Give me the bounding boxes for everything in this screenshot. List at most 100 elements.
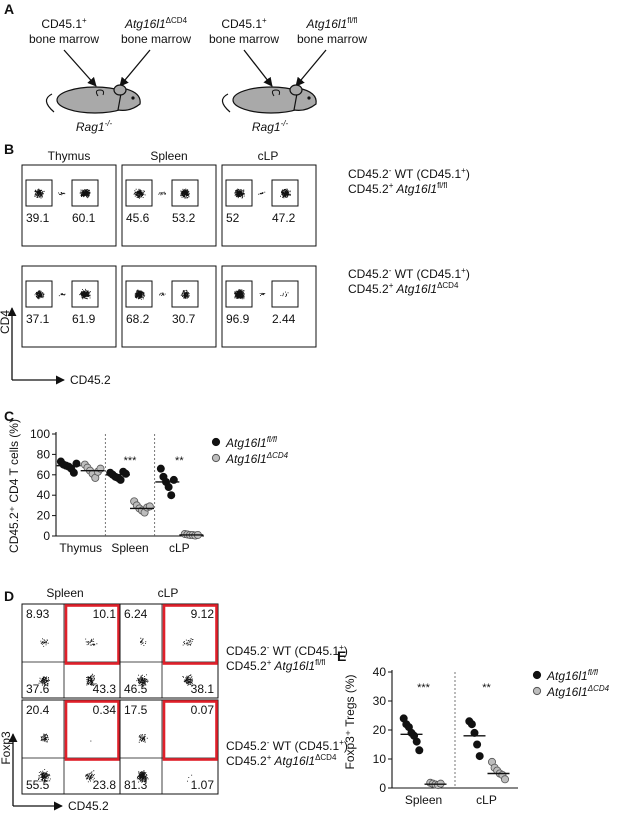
quadrant-value: 81.3 bbox=[124, 778, 148, 792]
quadrant-value: 0.34 bbox=[93, 703, 117, 717]
a-left-recipient: Rag1-/- bbox=[76, 119, 113, 134]
d-row2-legend-line1: CD45.2- WT (CD45.1+) bbox=[226, 738, 348, 753]
d-row1-legend-line1: CD45.2- WT (CD45.1+) bbox=[226, 643, 348, 658]
event-dots bbox=[40, 733, 49, 743]
y-tick-label: 60 bbox=[37, 468, 51, 482]
x-category-label: Spleen bbox=[111, 541, 148, 555]
event-dots bbox=[58, 192, 66, 196]
event-dots bbox=[136, 770, 149, 783]
significance-label: *** bbox=[124, 455, 138, 467]
plot-frame bbox=[21, 265, 117, 348]
gate-value-right: 47.2 bbox=[272, 211, 296, 225]
plot-frame bbox=[21, 164, 117, 247]
a-left-arrow-1 bbox=[63, 49, 97, 87]
a-right-donor1-line2: bone marrow bbox=[209, 32, 279, 46]
panel-letter-e: E bbox=[337, 648, 346, 664]
gate-value-left: 96.9 bbox=[226, 312, 250, 326]
b-row1-legend-line2: CD45.2+Atg16l1fl/fl bbox=[348, 181, 448, 196]
a-left-donor2-line2: bone marrow bbox=[121, 32, 191, 46]
data-point bbox=[167, 491, 176, 500]
data-point bbox=[69, 468, 78, 477]
c-legend-label-filled: Atg16l1fl/fl bbox=[225, 435, 277, 450]
gate-right bbox=[171, 280, 199, 308]
significance-label: ** bbox=[175, 455, 184, 467]
event-dots bbox=[159, 292, 166, 296]
gate-value-left: 52 bbox=[226, 211, 240, 225]
event-dots bbox=[58, 293, 66, 297]
y-tick-label: 10 bbox=[373, 752, 387, 766]
data-point bbox=[475, 752, 484, 761]
mouse-icon bbox=[221, 84, 317, 114]
quadrant-value: 20.4 bbox=[26, 703, 50, 717]
data-point bbox=[412, 737, 421, 746]
event-dots bbox=[258, 191, 266, 195]
event-dots bbox=[85, 638, 98, 646]
event-dots bbox=[86, 673, 97, 686]
c-y-axis-label: CD45.2⁺ CD4 T cells (%) bbox=[7, 419, 21, 553]
event-dots bbox=[34, 290, 45, 300]
y-tick-label: 40 bbox=[373, 665, 387, 679]
a-right-recipient: Rag1-/- bbox=[252, 119, 289, 134]
c-legend-marker-open bbox=[211, 453, 221, 463]
data-point bbox=[415, 746, 424, 755]
a-right-arrow-1 bbox=[243, 49, 273, 87]
quadrant-value: 55.5 bbox=[26, 778, 50, 792]
event-dots bbox=[180, 289, 190, 299]
panel-letter-b: B bbox=[4, 141, 14, 157]
significance-label: *** bbox=[417, 682, 431, 694]
quadrant-value: 1.07 bbox=[191, 778, 215, 792]
data-point bbox=[467, 720, 476, 729]
event-dots bbox=[133, 188, 146, 199]
data-point bbox=[473, 740, 482, 749]
quadrant-value: 38.1 bbox=[191, 682, 215, 696]
a-left-donor2-line1: Atg16l1ΔCD4 bbox=[124, 16, 188, 31]
quadrant-value: 23.8 bbox=[93, 778, 117, 792]
x-category-label: cLP bbox=[169, 541, 190, 555]
d-y-axis-label: Foxp3 bbox=[0, 731, 13, 765]
event-dots bbox=[182, 638, 194, 646]
a-right-donor2-line2: bone marrow bbox=[297, 32, 367, 46]
gate-left bbox=[225, 179, 253, 207]
event-dots bbox=[85, 770, 95, 783]
b-y-axis-label: CD4 bbox=[0, 310, 12, 334]
gate-right bbox=[271, 280, 299, 308]
a-left-arrow-2 bbox=[119, 49, 151, 87]
x-category-label: Spleen bbox=[405, 793, 442, 807]
quadrant-value: 10.1 bbox=[93, 607, 117, 621]
event-dots bbox=[140, 637, 147, 646]
event-dots bbox=[259, 292, 266, 296]
event-dots bbox=[90, 740, 92, 742]
quadrant-value: 37.6 bbox=[26, 682, 50, 696]
event-dots bbox=[187, 774, 193, 782]
panel-letter-c: C bbox=[4, 408, 14, 424]
data-point bbox=[500, 775, 509, 784]
b-x-axis-label: CD45.2 bbox=[70, 373, 111, 387]
event-dots bbox=[234, 188, 245, 199]
d-header-clp: cLP bbox=[158, 586, 179, 600]
treg-gate bbox=[162, 700, 218, 761]
event-dots bbox=[40, 638, 49, 647]
panel-letter-d: D bbox=[4, 588, 14, 604]
gate-left bbox=[25, 280, 53, 308]
data-point bbox=[156, 464, 165, 473]
plot-frame bbox=[221, 164, 317, 247]
gate-value-left: 37.1 bbox=[26, 312, 50, 326]
c-legend-label-open: Atg16l1ΔCD4 bbox=[225, 451, 289, 466]
gate-value-left: 45.6 bbox=[126, 211, 150, 225]
data-point bbox=[116, 475, 125, 484]
d-header-spleen: Spleen bbox=[46, 586, 83, 600]
y-tick-label: 0 bbox=[43, 529, 50, 543]
plot-frame bbox=[221, 265, 317, 348]
event-dots bbox=[138, 734, 148, 743]
x-category-label: cLP bbox=[476, 793, 497, 807]
event-dots bbox=[79, 189, 91, 199]
gate-value-right: 2.44 bbox=[272, 312, 296, 326]
